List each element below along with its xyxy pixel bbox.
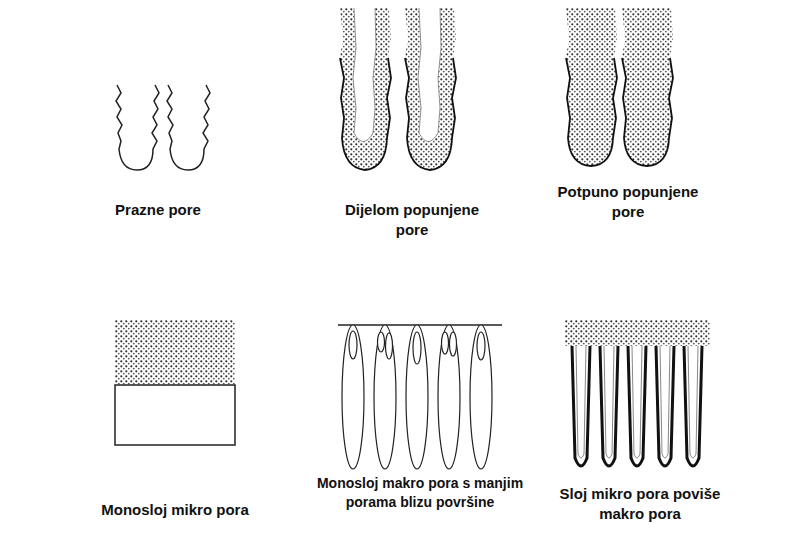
macro-pore (600, 346, 618, 466)
caption-label: Monosloj mikro pora (65, 500, 285, 520)
macro-pore (684, 346, 702, 466)
substrate (115, 385, 235, 445)
caption-label: Dijelom popunjene pore (332, 200, 492, 241)
micro-layer (565, 320, 710, 346)
filled-pore (622, 8, 673, 166)
empty-pore (116, 85, 159, 170)
filled-pore (566, 8, 617, 166)
empty-pore (167, 85, 210, 170)
macro-pores (338, 325, 502, 469)
macro-pore (628, 346, 646, 466)
micro-layer (115, 320, 235, 385)
caption-label: Potpuno popunjene pore (543, 182, 713, 223)
caption-label: Sloj mikro pora poviše makro pora (545, 484, 735, 525)
caption-label: Prazne pore (73, 200, 243, 220)
macro-pore (572, 346, 590, 466)
macro-pore (656, 346, 674, 466)
partial-pore (405, 8, 456, 170)
caption-label: Monosloj makro pora s manjim porama bliz… (295, 474, 545, 512)
partial-pore (340, 8, 391, 170)
